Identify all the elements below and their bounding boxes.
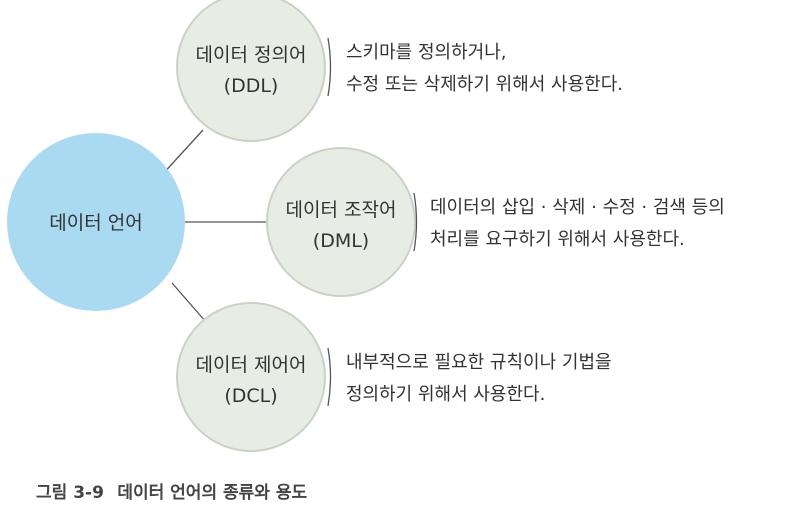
node-ddl-bracket — [327, 37, 332, 97]
node-ddl-abbr: (DDL) — [224, 75, 279, 97]
node-dml-label: 데이터 조작어 — [286, 199, 397, 221]
connector-center-dcl — [171, 282, 207, 323]
node-ddl-label: 데이터 정의어 — [196, 44, 307, 66]
figure-title: 데이터 언어의 종류와 용도 — [117, 483, 308, 503]
node-dcl-abbr: (DCL) — [224, 385, 277, 407]
data-language-diagram: 데이터 언어 데이터 정의어 (DDL) 스키마를 정의하거나, 수정 또는 삭… — [7, 0, 725, 452]
node-dml-desc-line2: 처리를 요구하기 위해서 사용한다. — [430, 229, 685, 250]
node-dml: 데이터 조작어 (DML) 데이터의 삽입 · 삭제 · 수정 · 검색 등의 … — [266, 147, 725, 297]
node-dcl-circle — [176, 302, 326, 452]
node-ddl-desc-line2: 수정 또는 삭제하기 위해서 사용한다. — [346, 74, 623, 95]
node-ddl-circle — [176, 0, 326, 142]
node-dcl-bracket — [327, 347, 332, 407]
node-dml-bracket — [413, 192, 418, 252]
node-dml-abbr: (DML) — [313, 230, 369, 252]
node-ddl-desc-line1: 스키마를 정의하거나, — [346, 42, 506, 63]
node-dcl: 데이터 제어어 (DCL) 내부적으로 필요한 규칙이나 기법을 정의하기 위해… — [176, 302, 612, 452]
center-circle — [7, 133, 185, 311]
figure-number: 그림 3-9 — [36, 483, 104, 503]
node-ddl: 데이터 정의어 (DDL) 스키마를 정의하거나, 수정 또는 삭제하기 위해서… — [176, 0, 623, 142]
node-dcl-label: 데이터 제어어 — [196, 354, 307, 376]
center-label: 데이터 언어 — [49, 212, 142, 234]
node-dcl-desc-line2: 정의하기 위해서 사용한다. — [346, 384, 545, 405]
figure-caption: 그림 3-9 데이터 언어의 종류와 용도 — [36, 478, 307, 503]
node-dcl-desc-line1: 내부적으로 필요한 규칙이나 기법을 — [346, 352, 612, 373]
node-dml-circle — [266, 147, 416, 297]
node-dml-desc-line1: 데이터의 삽입 · 삭제 · 수정 · 검색 등의 — [430, 197, 725, 218]
